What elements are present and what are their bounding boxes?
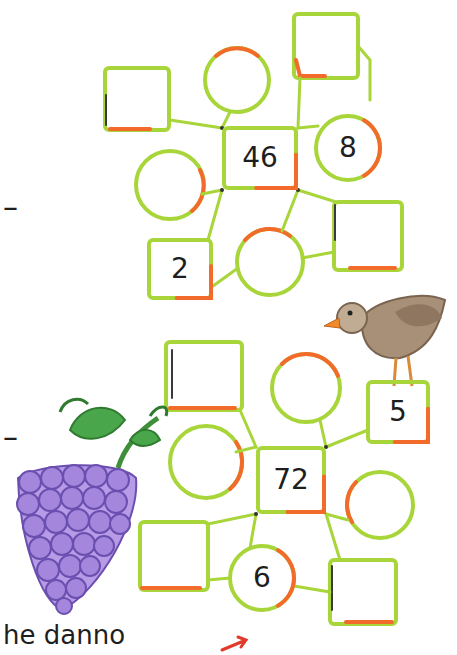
number-circle: 6 xyxy=(228,544,296,612)
empty-square xyxy=(330,560,396,624)
number-text: 6 xyxy=(253,564,271,592)
caption-text: he danno xyxy=(3,622,125,648)
empty-circle xyxy=(347,472,413,538)
empty-circle xyxy=(237,229,303,295)
grape-illustration xyxy=(17,399,167,614)
empty-circle xyxy=(205,48,269,112)
dash-sign: – xyxy=(3,192,18,222)
number-square: 5 xyxy=(366,380,430,444)
empty-square xyxy=(166,342,242,410)
number-text: 5 xyxy=(389,398,407,426)
empty-square xyxy=(334,202,402,270)
empty-square xyxy=(294,14,358,78)
number-square: 46 xyxy=(222,126,298,190)
red-arrow xyxy=(222,637,246,650)
number-circle: 8 xyxy=(314,114,382,182)
number-text: 8 xyxy=(339,134,357,162)
dash-sign: – xyxy=(3,422,18,452)
number-text: 72 xyxy=(273,466,309,494)
empty-circle xyxy=(136,151,204,219)
empty-square xyxy=(140,522,208,590)
bird-illustration xyxy=(324,296,445,386)
number-square: 2 xyxy=(147,238,213,300)
empty-circle xyxy=(170,426,242,498)
empty-square xyxy=(105,68,169,130)
number-text: 46 xyxy=(242,144,278,172)
number-square: 72 xyxy=(256,446,326,514)
empty-circle xyxy=(272,354,340,422)
number-text: 2 xyxy=(171,255,189,283)
